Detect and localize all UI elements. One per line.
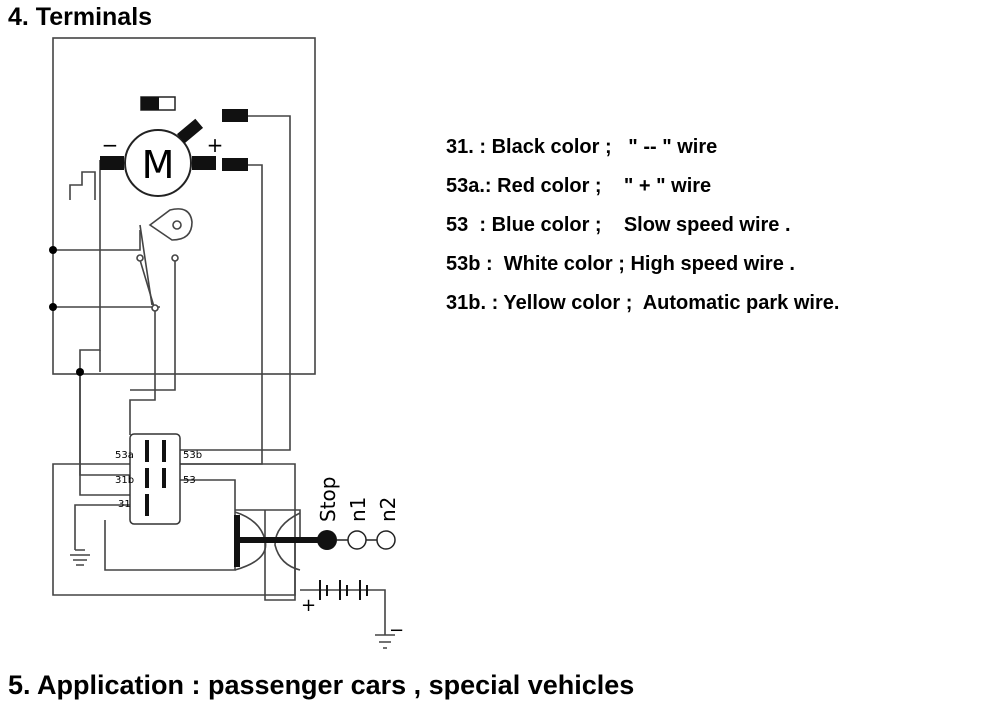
wire-53 <box>180 164 263 465</box>
wire-53a <box>79 160 130 496</box>
connector-block <box>129 433 181 525</box>
motor-housing-box <box>52 37 316 375</box>
battery-minus: − <box>389 620 404 641</box>
wire-color-legend: 31. : Black color ; " -- " wire 53a.: Re… <box>446 128 839 323</box>
contact-top <box>222 109 248 122</box>
section-title-application: 5. Application : passenger cars , specia… <box>8 670 635 700</box>
pin-53a-label: 53a <box>115 450 134 461</box>
switch-position-n1 <box>347 530 367 550</box>
brush-top <box>176 118 204 144</box>
switch-position-n2 <box>376 530 396 550</box>
motor-icon <box>124 129 192 197</box>
pin-31b-label: 31b <box>115 475 134 486</box>
cam-switch-wire <box>129 259 156 435</box>
cam-icon <box>148 208 193 241</box>
pin-31-label: 31 <box>118 499 131 510</box>
contact-middle <box>222 158 248 171</box>
brush-left <box>100 156 124 170</box>
stop-label: Stop <box>316 477 340 522</box>
battery-icon <box>319 580 368 600</box>
minus-sign: − <box>102 133 119 157</box>
wire-53b <box>180 115 291 451</box>
section-title-terminals: 4. Terminals <box>8 3 153 31</box>
legend-item-53b: 53b : White color ; High speed wire . <box>446 253 795 275</box>
brush-right <box>192 156 216 170</box>
ground-wire <box>74 504 130 550</box>
motor-label: M <box>142 143 175 187</box>
n2-label: n2 <box>376 497 400 522</box>
switch-shaft <box>235 537 325 543</box>
legend-item-53a: 53a.: Red color ; " + " wire <box>446 175 712 197</box>
plus-sign: + <box>207 133 224 157</box>
battery-plus: + <box>301 595 316 616</box>
pin-53-label: 53 <box>183 475 196 486</box>
battery-wire <box>300 589 386 635</box>
legend-item-31: 31. : Black color ; " -- " wire <box>446 136 718 158</box>
switch-position-stop <box>317 530 337 550</box>
n1-label: n1 <box>346 497 370 522</box>
pin-53b-label: 53b <box>183 450 202 461</box>
legend-item-31b: 31b. : Yellow color ; Automatic park wir… <box>446 292 840 314</box>
legend-item-53: 53 : Blue color ; Slow speed wire . <box>446 214 791 236</box>
